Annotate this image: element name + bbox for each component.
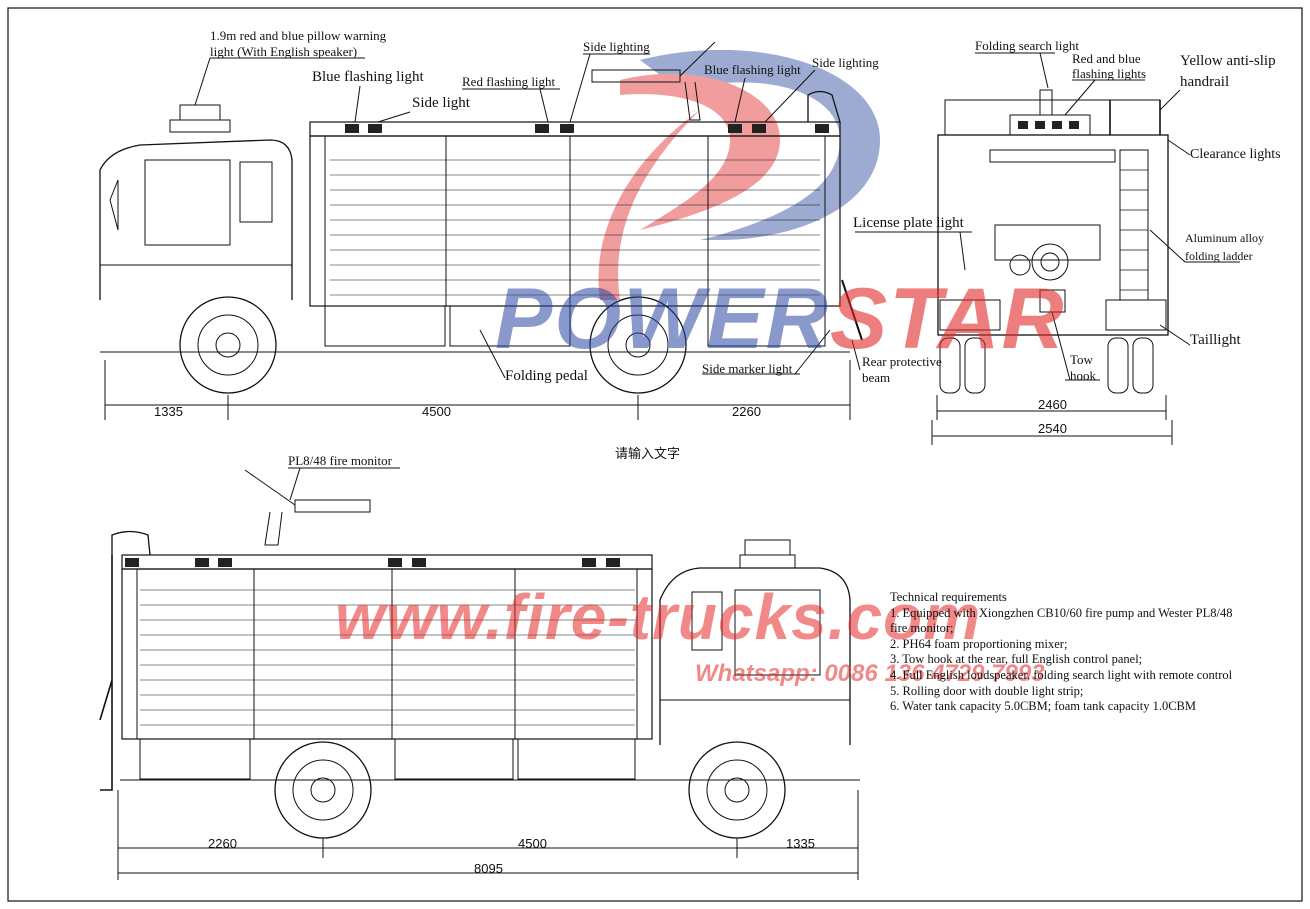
powerstar-watermark: POWERSTAR <box>495 271 1066 367</box>
dim-bottom-rear-overhang: 2260 <box>208 836 237 851</box>
rear-view <box>855 52 1240 445</box>
dim-top-front-overhang: 1335 <box>154 404 183 419</box>
dim-bottom-total: 8095 <box>474 861 503 876</box>
label-fire-monitor: PL8/48 fire monitor <box>288 453 392 468</box>
url-watermark: www.fire-trucks.com <box>335 581 982 653</box>
label-folding-pedal: Folding pedal <box>505 368 588 384</box>
label-red-blue-line1: Red and blue <box>1072 51 1141 66</box>
placeholder-text: 请输入文字 <box>615 446 681 461</box>
tech-item: 4. Full English loudspeaker, folding sea… <box>890 667 1233 682</box>
label-folding-search-light: Folding search light <box>975 38 1079 53</box>
label-taillight: Taillight <box>1190 332 1241 348</box>
label-rear-beam-line2: beam <box>862 370 891 385</box>
dim-rear-track: 2460 <box>1038 397 1067 412</box>
label-ladder-line2: folding ladder <box>1185 249 1253 263</box>
label-blue-flashing-light-2: Blue flashing light <box>704 62 801 77</box>
dim-bottom-wheelbase: 4500 <box>518 836 547 851</box>
label-side-lighting-1: Side lighting <box>583 39 650 54</box>
tech-item: 1. Equipped with Xiongzhen CB10/60 fire … <box>890 605 1233 620</box>
label-ladder-line1: Aluminum alloy <box>1185 231 1264 245</box>
label-blue-flashing-light: Blue flashing light <box>312 69 424 85</box>
tech-item: 3. Tow hook at the rear, full English co… <box>890 652 1143 667</box>
label-clearance-lights: Clearance lights <box>1190 147 1281 162</box>
dim-top-rear-overhang: 2260 <box>732 404 761 419</box>
dim-top-wheelbase: 4500 <box>422 404 451 419</box>
tech-item: fire monitor; <box>890 621 954 636</box>
bottom-side-view <box>99 467 860 880</box>
label-license-plate-light: License plate light <box>853 215 964 231</box>
label-red-blue-line2: flashing lights <box>1072 66 1147 81</box>
tech-item: 2. PH64 foam proportioning mixer; <box>890 636 1068 651</box>
label-handrail-line2: handrail <box>1180 74 1230 90</box>
sheet-border <box>7 7 1303 902</box>
label-red-flashing-light: Red flashing light <box>462 74 556 89</box>
label-tow-hook-line2: hook <box>1070 368 1096 383</box>
label-side-marker-light: Side marker light <box>702 361 793 376</box>
label-side-light: Side light <box>412 95 470 111</box>
top-side-view <box>99 41 863 420</box>
tech-item: 6. Water tank capacity 5.0CBM; foam tank… <box>890 699 1196 714</box>
label-pillow-light-line2: light (With English speaker) <box>210 44 358 59</box>
tech-title: Technical requirements <box>890 590 1007 604</box>
label-handrail-line1: Yellow anti-slip <box>1180 53 1276 69</box>
tech-item: 5. Rolling door with double light strip; <box>890 683 1084 698</box>
dim-bottom-front-overhang: 1335 <box>786 836 815 851</box>
label-pillow-light-line1: 1.9m red and blue pillow warning <box>210 28 387 43</box>
technical-requirements: Technical requirements 1. Equipped with … <box>890 590 1232 715</box>
label-tow-hook-line1: Tow <box>1070 352 1093 367</box>
label-side-lighting-2: Side lighting <box>812 55 879 70</box>
label-rear-beam-line1: Rear protective <box>862 354 942 369</box>
whatsapp-watermark: Whatsapp: 0086 136 4729 7993 <box>695 660 1045 687</box>
dim-rear-width: 2540 <box>1038 421 1067 436</box>
